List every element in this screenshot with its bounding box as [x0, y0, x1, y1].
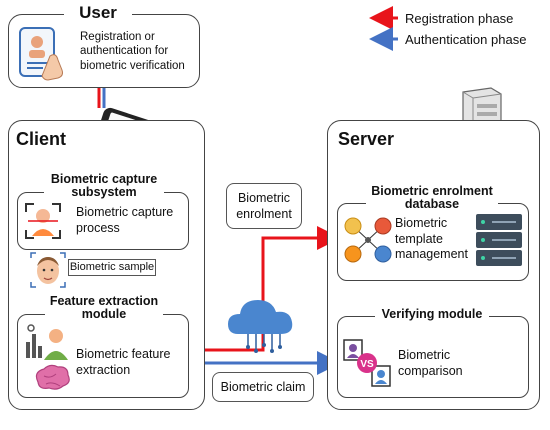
face-sample-icon — [30, 252, 66, 288]
database-title: Biometric enrolment database — [366, 184, 498, 212]
vs-comparison-icon: VS — [343, 339, 391, 387]
user-title: User — [64, 4, 132, 22]
user-touch-icon — [19, 27, 63, 81]
legend-registration-label: Registration phase — [405, 11, 514, 26]
user-description: Registration or authentication for biome… — [80, 31, 185, 72]
server-title: Server — [338, 130, 408, 149]
template-management-label: Biometric template management — [395, 216, 468, 262]
legend-authentication-label: Authentication phase — [405, 32, 527, 47]
database-rack-icon — [476, 214, 522, 266]
client-title: Client — [16, 130, 76, 149]
biometric-comparison-label: Biometric comparison — [398, 348, 463, 378]
cloud-icon — [228, 300, 293, 353]
capture-subsystem-title: Biometric capture subsystem — [44, 172, 164, 200]
biometric-sample-label: Biometric sample — [68, 259, 156, 276]
svg-text:VS: VS — [360, 359, 374, 370]
registration-path — [190, 226, 341, 352]
enrolment-callout: Biometric enrolment — [226, 183, 302, 229]
claim-callout: Biometric claim — [212, 372, 314, 402]
feature-module-title: Feature extraction module — [45, 294, 163, 322]
brain-icon — [35, 364, 70, 390]
verifying-module-title: Verifying module — [375, 307, 489, 322]
capture-scan-icon — [25, 203, 61, 239]
people-network-icon — [344, 217, 392, 263]
feature-extraction-label: Biometric feature extraction — [76, 347, 171, 377]
feature-analysis-icon — [26, 324, 68, 360]
capture-process-label: Biometric capture process — [76, 205, 174, 235]
